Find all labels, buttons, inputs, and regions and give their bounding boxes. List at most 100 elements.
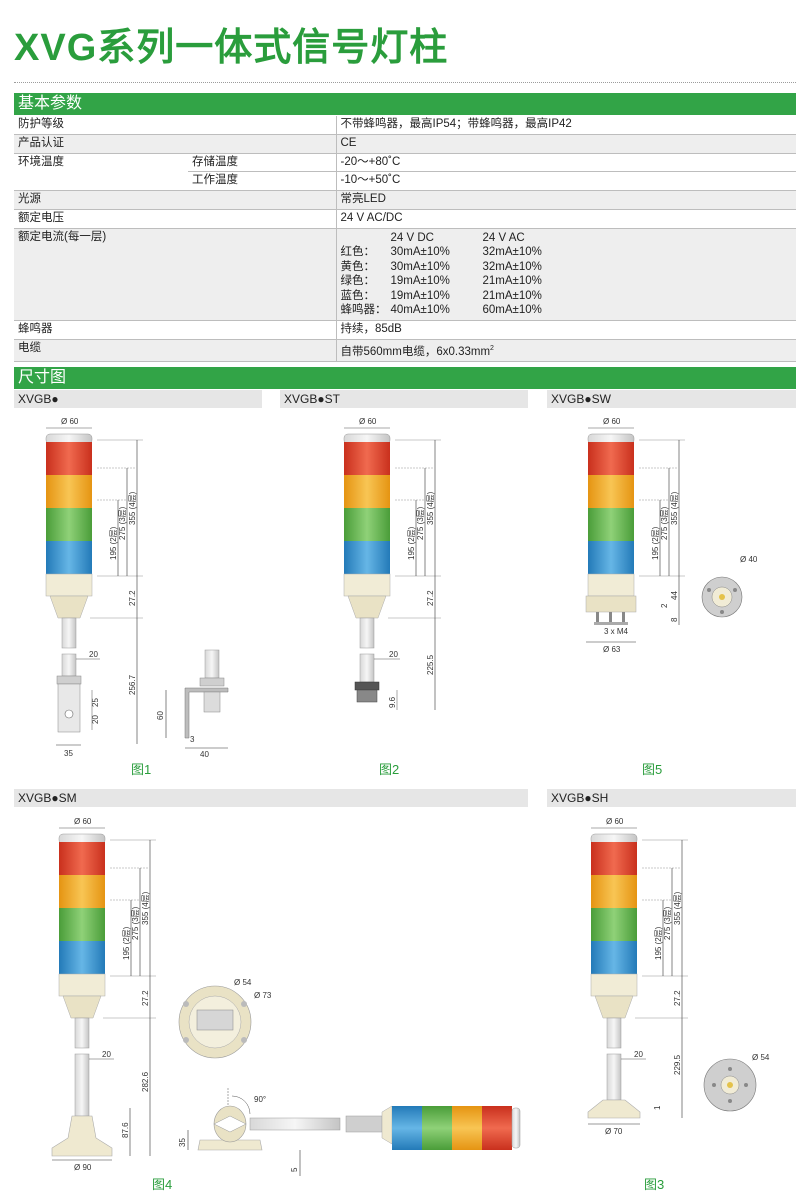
dim-label: Ø 54 <box>234 978 252 987</box>
param-label: 环境温度 <box>14 153 188 192</box>
figure-caption: 图1 <box>131 762 151 777</box>
dim-label: 355 (4层) <box>128 491 137 525</box>
current-ac: 32mA±10% <box>482 260 542 273</box>
page-title: XVG系列一体式信号灯柱 <box>14 27 449 69</box>
lamp-green <box>422 1106 452 1150</box>
param-value: 24 V AC/DC <box>335 209 796 229</box>
dim-label: 3 x M4 <box>604 627 629 636</box>
dim-label: 27.2 <box>128 590 137 606</box>
dim-label: 27.2 <box>141 990 150 1006</box>
param-value: -10～+50˚C <box>335 171 796 192</box>
model-header-m2: XVGB●ST <box>280 390 528 408</box>
table-row: 光源 常亮LED <box>14 190 796 210</box>
dim-label: 275 (3层) <box>118 506 127 540</box>
table-row: 产品认证 CE <box>14 134 796 154</box>
dim-label: Ø 54 <box>752 1053 770 1062</box>
dim-label: Ø 40 <box>740 555 758 564</box>
table-row: 额定电流(每一层) 24 V DC 24 V AC 红色： 30mA±10% 3… <box>14 228 796 321</box>
dim-label: 1 <box>653 1105 662 1110</box>
dim-label: 275 (3层) <box>416 506 425 540</box>
dim-label: 195 (2层) <box>122 926 131 960</box>
param-label: 蜂鸣器 <box>14 320 188 340</box>
title-divider <box>14 82 796 83</box>
dim-label: 87.6 <box>121 1122 130 1138</box>
dim-label: Ø 60 <box>74 817 92 826</box>
dim-label: 195 (2层) <box>654 926 663 960</box>
lamp-yellow <box>46 475 92 508</box>
dim-label: 25 <box>91 698 100 707</box>
current-name: 红色： <box>340 246 376 259</box>
current-dc: 19mA±10% <box>390 289 450 302</box>
dim-label: 44 <box>670 591 679 600</box>
dim-label: 9.6 <box>388 696 397 708</box>
dim-label: Ø 63 <box>603 645 621 654</box>
current-ac: 32mA±10% <box>482 246 542 259</box>
param-value: 不带蜂鸣器，最高IP54；带蜂鸣器，最高IP42 <box>335 116 796 135</box>
param-value: CE <box>335 134 796 154</box>
dim-label: Ø 60 <box>606 817 624 826</box>
model-header-m4: XVGB●SM <box>14 789 528 807</box>
lamp-green <box>46 508 92 541</box>
dim-label: Ø 90 <box>74 1163 92 1172</box>
lamp-red <box>482 1106 512 1150</box>
current-ac: 60mA±10% <box>482 304 542 317</box>
table-row: 工作温度 -10～+50˚C <box>14 171 796 192</box>
param-value: -20～+80˚C <box>335 153 796 173</box>
drawing-fig3: Ø 60 195 (2层) 275 (3层) 355 (4层) 27.2 229… <box>587 817 770 1192</box>
dim-label: 90° <box>254 1095 266 1104</box>
model-header-m3: XVGB●SW <box>547 390 796 408</box>
param-label: 额定电流(每一层) <box>14 228 188 321</box>
dim-label: 355 (4层) <box>670 491 679 525</box>
lamp-red <box>591 842 637 875</box>
dim-label: 20 <box>634 1050 643 1059</box>
drawing-fig5: Ø 60 195 (2层) 275 (3层) 355 (4层) 44 2 8 3… <box>585 417 758 777</box>
current-name: 黄色： <box>340 260 376 273</box>
lamp-yellow <box>588 475 634 508</box>
dim-label: 3 <box>190 735 195 744</box>
dim-label: Ø 73 <box>254 991 272 1000</box>
param-label: 产品认证 <box>14 134 188 154</box>
dim-label: 35 <box>178 1138 187 1147</box>
table-row: 蜂鸣器 持续，85dB <box>14 320 796 340</box>
dim-label: 5 <box>290 1167 299 1172</box>
param-label: 光源 <box>14 190 188 210</box>
drawing-fig4: Ø 60 195 (2层) 275 (3层) 355 (4层) 27.2 282… <box>51 817 521 1192</box>
params-table: 防护等级 不带蜂鸣器，最高IP54；带蜂鸣器，最高IP42 产品认证 CE 环境… <box>14 116 796 363</box>
figure-caption: 图2 <box>379 762 399 777</box>
drawing-fig1: Ø 60 195 (2层) 275 (3层) 355 (4层) 27.2 256… <box>45 417 229 777</box>
dim-label: 40 <box>200 750 209 759</box>
section-header-dims: 尺寸图 <box>14 367 796 389</box>
figure-caption: 图3 <box>644 1177 664 1192</box>
current-dc: 30mA±10% <box>390 246 450 259</box>
lamp-green <box>591 908 637 941</box>
lamp-red <box>59 842 105 875</box>
lamp-blue <box>591 941 637 974</box>
cable-value: 自带560mm电缆，6x0.33mm <box>340 345 491 358</box>
param-value: 常亮LED <box>335 190 796 210</box>
lamp-green <box>59 908 105 941</box>
section-header-params: 基本参数 <box>14 93 796 115</box>
lamp-blue <box>392 1106 422 1150</box>
dim-label: Ø 60 <box>359 417 377 426</box>
dim-label: Ø 70 <box>605 1127 623 1136</box>
dim-label: 27.2 <box>426 590 435 606</box>
lamp-green <box>588 508 634 541</box>
lamp-red <box>588 442 634 475</box>
table-row: 电缆 自带560mm电缆，6x0.33mm2 <box>14 339 796 363</box>
current-dc: 40mA±10% <box>390 304 450 317</box>
param-value: 自带560mm电缆，6x0.33mm2 <box>335 339 796 363</box>
dim-label: 20 <box>389 650 398 659</box>
dim-label: 355 (4层) <box>141 891 150 925</box>
dim-label: 225.5 <box>426 654 435 675</box>
param-sublabel: 存储温度 <box>188 153 336 173</box>
current-head-ac: 24 V AC <box>482 231 525 244</box>
lamp-blue <box>46 541 92 574</box>
dim-label: 275 (3层) <box>663 906 672 940</box>
figure-caption: 图5 <box>642 762 662 777</box>
current-dc: 30mA±10% <box>390 260 450 273</box>
lamp-green <box>344 508 390 541</box>
lamp-blue <box>59 941 105 974</box>
param-sublabel: 工作温度 <box>188 171 336 192</box>
lamp-red <box>344 442 390 475</box>
